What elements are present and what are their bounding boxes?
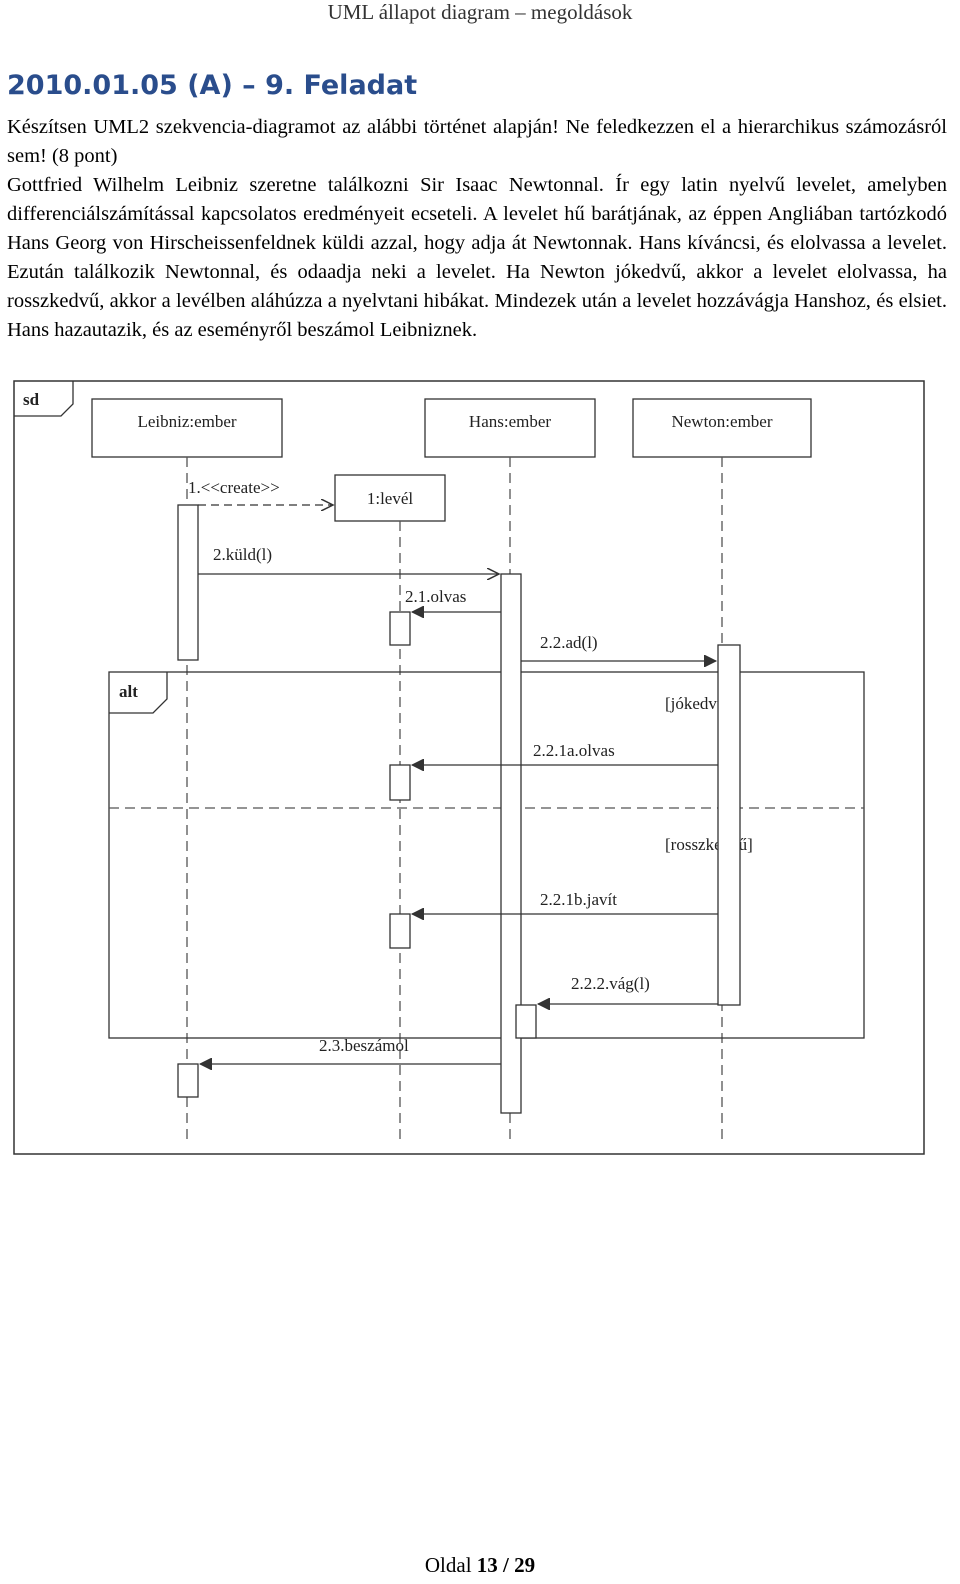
footer-prefix: Oldal xyxy=(424,1553,472,1577)
activation-hans-2 xyxy=(515,1004,537,1039)
running-header: UML állapot diagram – megoldások xyxy=(327,0,633,24)
activation-leibniz-2 xyxy=(177,1063,199,1098)
alt-fragment xyxy=(108,671,865,1039)
task-instruction: Készítsen UML2 szekvencia-diagramot az a… xyxy=(7,116,947,167)
lifeline-head-leibniz xyxy=(91,398,283,458)
task-text: Készítsen UML2 szekvencia-diagramot az a… xyxy=(7,113,947,345)
footer-current-page: 13 xyxy=(476,1553,498,1577)
task-story: Gottfried Wilhelm Leibniz szeretne talál… xyxy=(7,174,947,341)
activation-leibniz-1 xyxy=(177,504,199,661)
activation-newton xyxy=(717,644,741,1006)
lifeline-label-hans: Hans:ember xyxy=(469,412,551,431)
message-label-create: 1.<<create>> xyxy=(188,478,280,497)
message-label-kuld: 2.küld(l) xyxy=(213,545,272,564)
footer-separator: / xyxy=(503,1553,509,1577)
message-label-vag: 2.2.2.vág(l) xyxy=(571,974,650,993)
alt-fragment-tab xyxy=(109,672,168,714)
lifeline-head-newton xyxy=(632,398,812,458)
lifeline-head-hans xyxy=(424,398,596,458)
activation-levél-2 xyxy=(389,764,411,801)
sd-frame-label: sd xyxy=(23,390,40,409)
activation-hans-main xyxy=(500,573,522,1114)
footer-total-pages: 29 xyxy=(514,1553,536,1577)
sd-frame xyxy=(13,380,925,1155)
message-label-javit: 2.2.1b.javít xyxy=(540,890,617,909)
object-head-levél xyxy=(334,474,446,522)
object-label-levél: 1:levél xyxy=(367,489,414,508)
activation-levél-1 xyxy=(389,611,411,646)
lifeline-label-leibniz: Leibniz:ember xyxy=(137,412,236,431)
sd-frame-tab xyxy=(14,381,74,417)
task-title: 2010.01.05 (A) – 9. Feladat xyxy=(7,70,418,101)
alt-fragment-label: alt xyxy=(119,682,138,701)
message-label-beszamol: 2.3.beszámol xyxy=(319,1036,409,1055)
guard-jokedvu: [jókedvű] xyxy=(665,694,731,713)
page-footer: Oldal 13 / 29 xyxy=(0,1553,960,1578)
message-label-ad: 2.2.ad(l) xyxy=(540,633,598,652)
message-label-olvas: 2.1.olvas xyxy=(405,587,466,606)
activation-levél-3 xyxy=(389,913,411,949)
sequence-diagram: sd Leibniz:ember Hans:ember Newton:ember… xyxy=(13,380,925,1155)
lifeline-label-newton: Newton:ember xyxy=(671,412,772,431)
message-label-olvas-a: 2.2.1a.olvas xyxy=(533,741,615,760)
